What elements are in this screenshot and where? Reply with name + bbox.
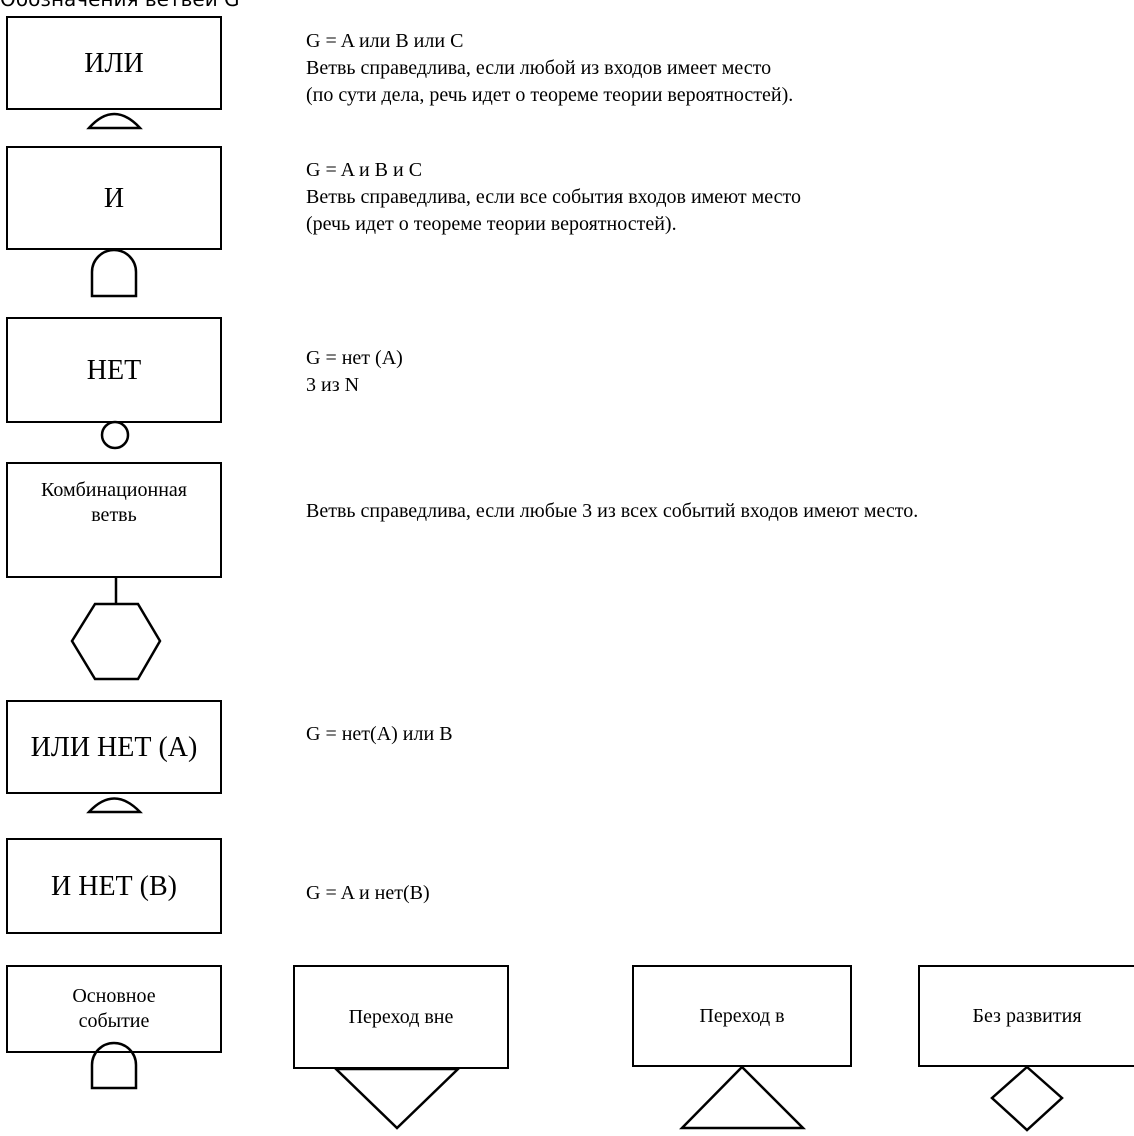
- hexagon-icon: [70, 602, 162, 681]
- gate-or-not-formula: G = нет(A) или B: [306, 723, 453, 745]
- or-gate-icon: [86, 112, 143, 130]
- transfer-in-label: Переход в: [699, 1004, 785, 1027]
- not-gate-circle-icon: [100, 420, 130, 450]
- gate-or-not-label: ИЛИ НЕТ (А): [30, 731, 198, 763]
- gate-and-description: G = A и B и C Ветвь справедлива, если вс…: [306, 157, 801, 238]
- gate-combination-box: Комбинационная ветвь: [6, 462, 222, 578]
- gate-and-text-line-1: Ветвь справедлива, если все события вход…: [306, 186, 801, 208]
- gate-and-not-box: И НЕТ (В): [6, 838, 222, 934]
- gate-or-label: ИЛИ: [84, 47, 144, 79]
- undeveloped-event-box: Без развития: [918, 965, 1134, 1067]
- gate-not-description: G = нет (A) 3 из N: [306, 345, 403, 399]
- gate-not-formula: G = нет (A): [306, 347, 403, 369]
- gate-and-text-line-2: (речь идет о теореме теории вероятностей…: [306, 213, 677, 235]
- gate-or-text-line-1: Ветвь справедлива, если любой из входов …: [306, 57, 772, 79]
- gate-and-label: И: [103, 182, 125, 214]
- gate-combination-label: Комбинационная ветвь: [41, 479, 187, 526]
- gate-and-not-label: И НЕТ (В): [51, 870, 177, 902]
- gate-or-formula: G = A или B или C: [306, 30, 464, 52]
- or-not-gate-icon: [86, 797, 143, 814]
- triangle-down-icon: [332, 1067, 462, 1130]
- gate-not-label: НЕТ: [86, 354, 142, 386]
- gate-or-not-description: G = нет(A) или B: [306, 721, 453, 748]
- gate-and-formula: G = A и B и C: [306, 159, 423, 181]
- page-header: Обозначения ветвей G: [0, 0, 240, 10]
- gate-and-not-description: G = A и нет(B): [306, 880, 430, 907]
- gate-or-not-box: ИЛИ НЕТ (А): [6, 700, 222, 794]
- transfer-out-box: Переход вне: [293, 965, 509, 1069]
- basic-event-label: Основное событие: [72, 985, 156, 1032]
- diamond-icon: [990, 1065, 1064, 1132]
- gate-or-description: G = A или B или C Ветвь справедлива, есл…: [306, 28, 793, 109]
- gate-combination-description: Ветвь справедлива, если любые 3 из всех …: [306, 498, 918, 525]
- gate-and-not-formula: G = A и нет(B): [306, 882, 430, 904]
- gate-and-box: И: [6, 146, 222, 250]
- undeveloped-event-label: Без развития: [972, 1004, 1082, 1027]
- gate-or-box: ИЛИ: [6, 16, 222, 110]
- gate-combination-text: Ветвь справедлива, если любые 3 из всех …: [306, 500, 919, 522]
- gate-or-text-line-2: (по сути дела, речь идет о теореме теори…: [306, 84, 794, 106]
- transfer-in-box: Переход в: [632, 965, 852, 1067]
- triangle-up-icon: [679, 1065, 807, 1130]
- basic-event-box: Основное событие: [6, 965, 222, 1053]
- gate-not-box: НЕТ: [6, 317, 222, 423]
- transfer-out-label: Переход вне: [348, 1005, 454, 1028]
- and-gate-icon: [90, 248, 138, 298]
- gate-not-text-line-1: 3 из N: [306, 374, 360, 396]
